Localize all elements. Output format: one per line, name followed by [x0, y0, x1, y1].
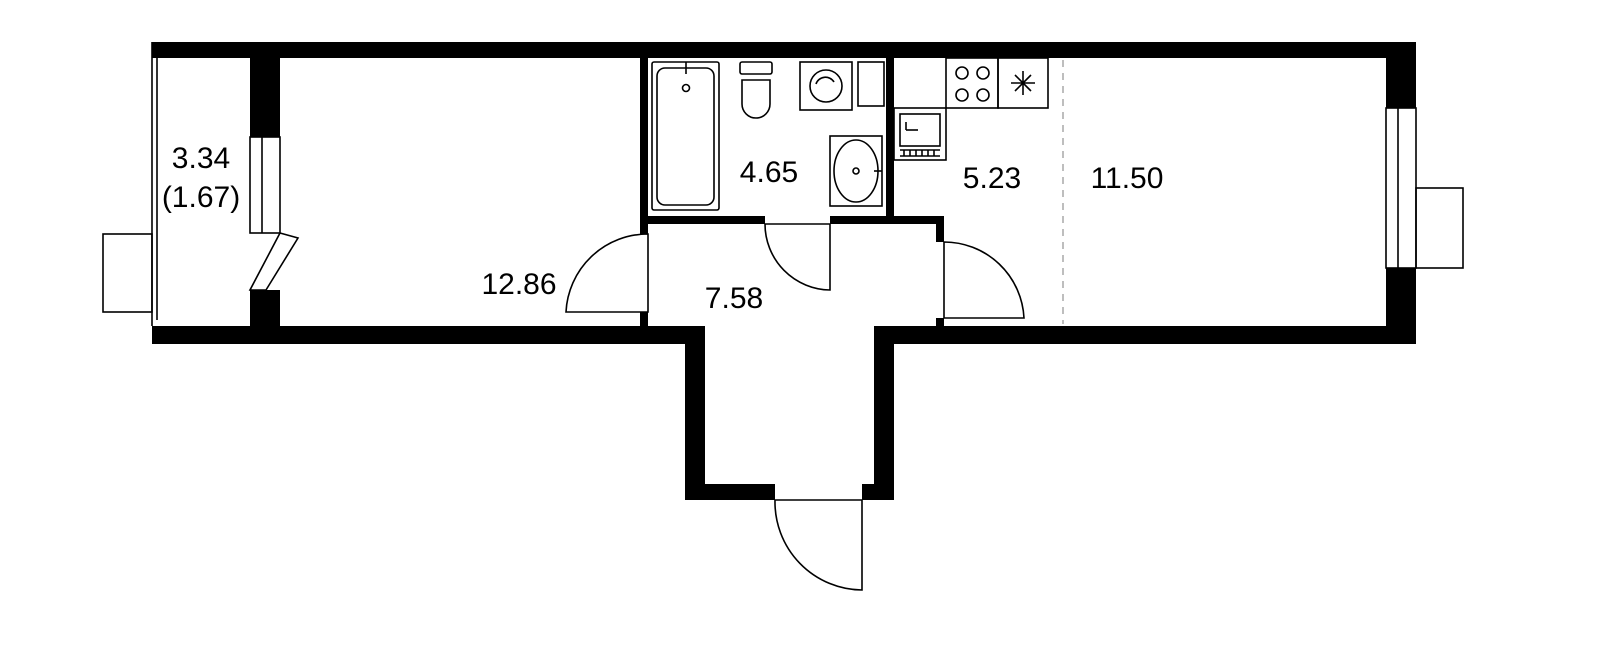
- interior-walls: [640, 58, 944, 330]
- toilet-icon: [739, 61, 773, 119]
- stove-icon: [945, 57, 999, 109]
- hood-icon: [997, 57, 1049, 109]
- hallway-area-label: 7.58: [705, 282, 763, 315]
- washing-machine-icon: [799, 61, 885, 111]
- living-room-area-label: 11.50: [1091, 162, 1164, 195]
- drying-rack-icon: [900, 149, 940, 157]
- balcony-reduced-area-label: (1.67): [162, 181, 240, 214]
- kitchen-sink-icon: [893, 107, 947, 161]
- balcony: [102, 42, 300, 326]
- room-labels: 3.34 (1.67) 12.86 4.65 7.58 5.23 11.50: [162, 142, 1164, 315]
- sink-icon: [829, 135, 883, 207]
- window-right: [1385, 107, 1464, 269]
- outer-walls: [152, 42, 1416, 500]
- bathtub-icon: [651, 61, 720, 211]
- balcony-area-label: 3.34: [172, 142, 230, 175]
- kitchen-area-label: 5.23: [963, 162, 1021, 195]
- doors: [565, 223, 1025, 591]
- bedroom-area-label: 12.86: [481, 268, 556, 301]
- bathroom-area-label: 4.65: [740, 156, 798, 189]
